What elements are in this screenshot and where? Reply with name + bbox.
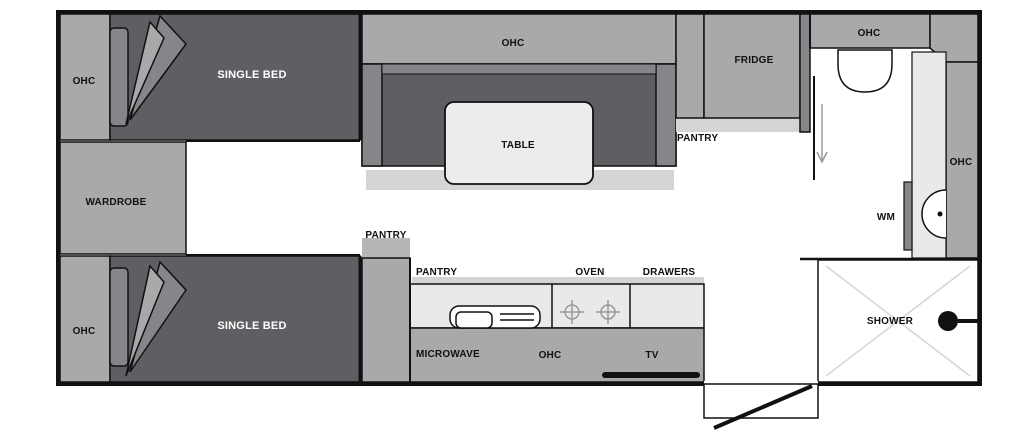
pillow-top bbox=[109, 27, 129, 127]
label-pantry-kitchen: PANTRY bbox=[416, 267, 457, 278]
label-microwave: MICROWAVE bbox=[416, 349, 480, 360]
label-shower: SHOWER bbox=[867, 316, 914, 327]
entry-door-leaf bbox=[713, 384, 813, 430]
label-ohc-kitchen: OHC bbox=[539, 350, 562, 361]
shower-drain-icon bbox=[938, 311, 958, 331]
label-wm: WM bbox=[877, 212, 895, 223]
cooktop-burner-left-icon bbox=[560, 300, 584, 324]
label-pantry-tall: PANTRY bbox=[365, 230, 406, 241]
pillow-bottom bbox=[109, 267, 129, 367]
dinette-backrest bbox=[381, 63, 657, 75]
label-pantry-fridge: PANTRY bbox=[677, 133, 718, 144]
wm-panel bbox=[903, 181, 913, 251]
ohc-bed-top-cabinet bbox=[59, 13, 111, 141]
bed-bottom-fold-front bbox=[125, 264, 165, 377]
sink-bowl bbox=[455, 311, 493, 329]
pantry-tall-shadow bbox=[362, 238, 410, 258]
tv-bar bbox=[602, 372, 700, 378]
label-fridge: FRIDGE bbox=[735, 55, 774, 66]
label-tv: TV bbox=[645, 350, 658, 361]
outer-wall bbox=[56, 10, 982, 386]
label-table: TABLE bbox=[501, 140, 535, 151]
fridge-side-panel bbox=[799, 13, 811, 133]
wm-basin bbox=[921, 189, 947, 239]
ohc-bed-bottom-cabinet bbox=[59, 255, 111, 383]
toilet-bowl bbox=[837, 49, 893, 93]
kitchen-counter-shadow bbox=[412, 277, 704, 285]
wardrobe-unit bbox=[59, 141, 187, 255]
fridge-shadow bbox=[676, 118, 810, 132]
bed-top-fold-front bbox=[125, 20, 165, 125]
label-single-bed-top: SINGLE BED bbox=[217, 69, 286, 81]
label-ohc-dinette: OHC bbox=[502, 38, 525, 49]
label-ohc-bed-top: OHC bbox=[73, 76, 96, 87]
wm-tap bbox=[937, 211, 943, 217]
label-ohc-bathroom-top: OHC bbox=[858, 28, 881, 39]
label-ohc-bathroom-right: OHC bbox=[950, 157, 973, 168]
label-ohc-bed-bottom: OHC bbox=[73, 326, 96, 337]
pantry-fridge-cabinet bbox=[675, 13, 705, 119]
dinette-arm-right bbox=[655, 63, 677, 167]
shower-diagonal-2 bbox=[825, 265, 971, 377]
label-wardrobe: WARDROBE bbox=[85, 197, 146, 208]
label-drawers: DRAWERS bbox=[643, 267, 696, 278]
dinette-arm-left bbox=[361, 63, 383, 167]
label-oven: OVEN bbox=[575, 267, 604, 278]
fridge-unit bbox=[703, 13, 801, 119]
pantry-tall-cabinet bbox=[361, 257, 411, 383]
bathroom-door-arrowhead bbox=[816, 151, 828, 164]
cooktop-burner-right-icon bbox=[596, 300, 620, 324]
label-single-bed-bottom: SINGLE BED bbox=[217, 320, 286, 332]
table bbox=[444, 101, 594, 185]
